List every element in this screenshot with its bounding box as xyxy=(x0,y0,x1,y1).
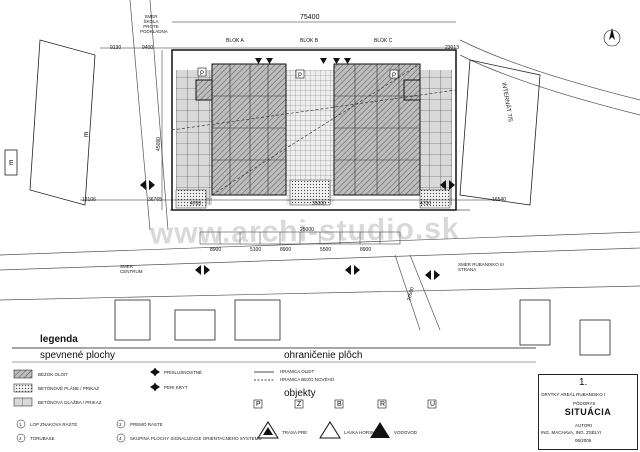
title-block: 1. ORYTKY AREÁL RUBANISKO I PÔDORYS SITU… xyxy=(538,374,638,450)
dim-side: 45090 xyxy=(155,137,162,151)
dim-d6: 16540 xyxy=(492,197,506,203)
dim-d2: 9400 xyxy=(142,45,154,51)
legend-fence-item-1: HRANICA OLEIT xyxy=(280,369,315,374)
project-name: ORYTKY AREÁL RUBANISKO I xyxy=(541,392,606,397)
legend-paved-item-2: BETÓNOVÉ PLÁNE / PRIKAZ xyxy=(38,386,100,391)
street-right-label: SMER RUBANISKO III STRANA xyxy=(458,262,504,272)
date: 06/2006 xyxy=(575,438,592,443)
object-b: B xyxy=(337,401,342,408)
svg-text:P: P xyxy=(298,73,302,79)
legend-fence-item-2: HRANICA BEZO NOVÉHO xyxy=(280,377,335,382)
legend-num-2: 2 xyxy=(19,436,22,441)
legend-bottom-3: PREMO RASTE xyxy=(130,422,163,427)
object-p: P xyxy=(256,401,261,408)
dim-d10: 8900 xyxy=(210,247,222,253)
legend-paved-item-3: BETÓNOVÁ DLAŽBA / PRIKAZ xyxy=(38,400,102,405)
dim-d15: 25000 xyxy=(300,227,314,233)
street-left-label: SMER CENTRUM xyxy=(120,264,143,274)
legend-paved-title: spevnené plochy xyxy=(40,350,116,361)
legend-objects-title: objekty xyxy=(284,388,316,399)
authors-label: AUTORI xyxy=(575,423,592,428)
svg-text:P: P xyxy=(200,71,204,77)
legend-num-4: 4 xyxy=(119,436,122,441)
sheet-number: 1. xyxy=(579,377,588,388)
dim-d5: 36765 xyxy=(148,197,162,203)
block-a xyxy=(211,63,287,196)
dim-d12: 8900 xyxy=(280,247,292,253)
paved-area-east xyxy=(420,70,452,205)
dim-d11: 5100 xyxy=(250,247,262,253)
building-label-e: E xyxy=(84,132,89,139)
dim-d13: 5500 xyxy=(320,247,332,253)
legend-bottom-7: VODOVOD xyxy=(394,430,418,435)
object-u: U xyxy=(430,401,436,408)
dim-d8: 35000 xyxy=(312,201,326,207)
dim-d9: 4700 xyxy=(420,201,432,207)
legend-paved2-item-2: PERI KRYT xyxy=(164,385,188,390)
authors: ING. MACHAVA, ING. ZSÉLYI xyxy=(541,430,602,435)
dim-d4: 12106 xyxy=(82,197,96,203)
legend-num-3: 3 xyxy=(119,422,122,427)
legend-bottom-1: LOP ZNAKOVA RASTE xyxy=(30,422,78,427)
legend-num-1: 1 xyxy=(19,422,22,427)
traffic-arrows xyxy=(140,180,455,280)
legend-paved-item-1: BEZOK OLOIT xyxy=(38,372,69,377)
object-r: R xyxy=(380,401,386,408)
drawing-title: SITUÁCIA xyxy=(564,407,612,417)
block-c-label: BLOK C xyxy=(374,38,393,44)
dim-d1: 9130 xyxy=(110,45,122,51)
legend-paved2-item-1: PRÍSLUŠNOSTNÉ xyxy=(164,370,203,375)
legend-title: legenda xyxy=(40,334,78,345)
svg-text:P: P xyxy=(392,73,396,79)
legend-fence-title: ohraničenie plôch xyxy=(284,350,363,361)
dim-d14: 8900 xyxy=(360,247,372,253)
dim-d7: 4700 xyxy=(190,201,202,207)
drawing-type: PÔDORYS xyxy=(573,401,596,406)
legend-bottom-2: TORUBASE xyxy=(30,436,55,441)
building-label-e2: E xyxy=(9,160,14,167)
legend-bottom-6: LAVKA HORSKA xyxy=(344,430,379,435)
block-grid xyxy=(212,64,420,195)
street-top-label: SMER ŠKOLA PROTE PODKLADNA xyxy=(140,14,168,34)
parking-markers: P P P xyxy=(197,67,399,79)
dim-total: 75400 xyxy=(300,14,320,21)
parking-row xyxy=(199,231,401,245)
dim-d3: 23013 xyxy=(445,45,459,51)
legend-bottom-5: TRASA PRE xyxy=(282,430,308,435)
entry-markers xyxy=(255,58,351,64)
block-a-label: BLOK A xyxy=(226,38,244,44)
legend-bottom-4: SKUPINA PLOCHY SIGNALIZACIE ORIENTACNEHO… xyxy=(130,436,262,441)
object-z: Z xyxy=(297,401,302,408)
dimension-lines xyxy=(80,21,500,210)
surrounding-buildings xyxy=(4,39,611,356)
block-b-label: BLOK B xyxy=(300,38,319,44)
